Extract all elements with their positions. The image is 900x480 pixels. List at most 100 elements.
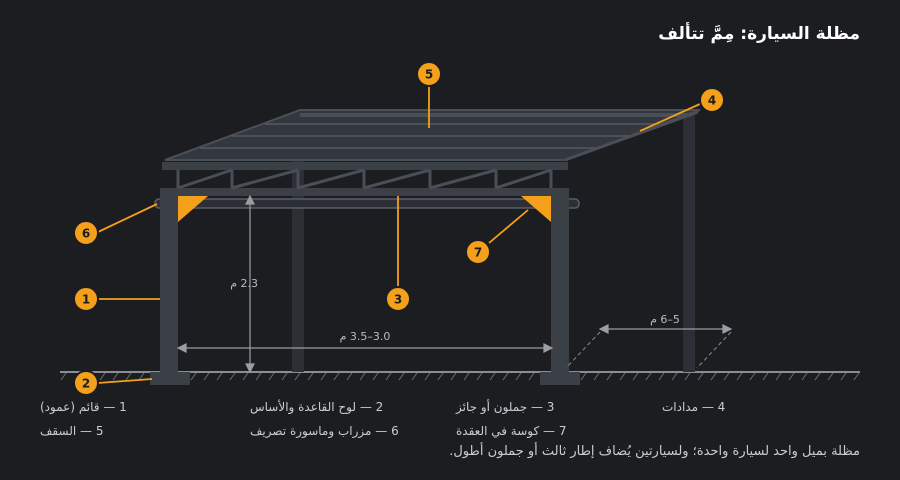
truss-diagonal [363, 168, 431, 190]
ground-hatch-line [255, 372, 262, 381]
ground-hatch-line [489, 372, 496, 381]
ground-hatch-line [320, 372, 327, 381]
truss-diagonal [231, 168, 299, 190]
ground-hatch-line [723, 372, 730, 381]
page-title: مظلة السيارة: مِمَّ تتألف [658, 24, 860, 44]
ground-hatch-line [437, 372, 444, 381]
legend-item-5: 5 — السقف [40, 424, 104, 438]
ground-hatch-line [801, 372, 808, 381]
ground-hatch-line [788, 372, 795, 381]
ground-hatch-line [593, 372, 600, 381]
span-label: 3.0–3.5 م [340, 330, 391, 343]
ground-hatch-line [684, 372, 691, 381]
roof [164, 109, 701, 161]
ground-hatch-line [216, 372, 223, 381]
base-plate-right [540, 372, 580, 385]
truss-diagonal [177, 168, 233, 190]
ground-hatch-line [203, 372, 210, 381]
truss-top-chord [162, 162, 568, 170]
ground-hatch-line [450, 372, 457, 381]
svg-text:3: 3 [394, 293, 402, 307]
callout-7: 7 [465, 239, 491, 265]
ground-hatch-line [138, 372, 145, 381]
ground-hatch-line [359, 372, 366, 381]
ground-hatch-line [840, 372, 847, 381]
legend-item-1: 1 — قائم (عمود) [40, 400, 127, 414]
ground-hatch-line [190, 372, 197, 381]
ground-hatch-line [476, 372, 483, 381]
truss-diagonal [495, 168, 552, 190]
carport-diagram: 2.3 م 3.0–3.5 م 5–6 م 1 2 3 4 5 6 7 [60, 61, 860, 396]
legend-item-4: 4 — مدادات [662, 400, 726, 414]
ground-hatch-line [281, 372, 288, 381]
ground-hatch-line [645, 372, 652, 381]
ground-hatch-line [333, 372, 340, 381]
ground-hatch-line [125, 372, 132, 381]
base-plate-left [150, 372, 190, 385]
depth-extension-line [696, 331, 732, 369]
ground-hatch-line [515, 372, 522, 381]
ground-hatch-line [112, 372, 119, 381]
gutter [154, 198, 580, 209]
ground-hatch-line [346, 372, 353, 381]
legend: 1 — قائم (عمود) 2 — لوح القاعدة والأساس … [0, 396, 900, 480]
front-post-right [551, 188, 569, 372]
front-post-left [160, 188, 178, 372]
callout-3: 3 [385, 286, 411, 312]
ground-hatch-line [268, 372, 275, 381]
ground-hatch-line [411, 372, 418, 381]
ground-hatch-line [528, 372, 535, 381]
truss-diagonal [429, 168, 497, 190]
ground-hatch-line [671, 372, 678, 381]
callout-4: 4 [699, 87, 725, 113]
legend-item-7: 7 — كوسة في العقدة [456, 424, 567, 438]
ground-hatch-line [60, 372, 67, 381]
ground-hatch-line [424, 372, 431, 381]
callout-5: 5 [416, 61, 442, 87]
ground-hatch-line [619, 372, 626, 381]
svg-text:1: 1 [82, 293, 90, 307]
legend-item-6: 6 — مزراب وماسورة تصريف [250, 424, 399, 438]
knee-brace-right [521, 196, 551, 222]
ground-hatch-line [697, 372, 704, 381]
callout-1: 1 [73, 286, 99, 312]
back-post-right [683, 115, 695, 372]
truss-diagonal [297, 168, 365, 190]
depth-dimension [598, 324, 733, 334]
legend-item-3: 3 — جملون أو جائز [456, 400, 555, 414]
svg-text:4: 4 [708, 94, 716, 108]
ground-hatch-line [398, 372, 405, 381]
ground-hatch-line [658, 372, 665, 381]
ground-hatch-line [853, 372, 860, 381]
ground-hatch-line [762, 372, 769, 381]
ground-hatch-line [229, 372, 236, 381]
truss-bottom-chord [162, 188, 568, 196]
ground-hatch-line [736, 372, 743, 381]
ground-hatch-line [385, 372, 392, 381]
ground-hatch-line [710, 372, 717, 381]
ground-hatch-line [242, 372, 249, 381]
ground-hatch-line [580, 372, 587, 381]
ground-hatch-line [294, 372, 301, 381]
purlin-side [564, 110, 699, 162]
span-dimension [176, 343, 554, 353]
ground-hatch-line [827, 372, 834, 381]
height-dimension [245, 194, 255, 374]
depth-extension-line [565, 331, 601, 369]
callout-2: 2 [73, 370, 99, 396]
ground-hatch-line [775, 372, 782, 381]
svg-text:6: 6 [82, 227, 90, 241]
depth-label: 5–6 م [650, 313, 680, 326]
callout-6: 6 [73, 220, 99, 246]
ground-hatch-line [99, 372, 106, 381]
ground-hatch-line [463, 372, 470, 381]
leader-lines [97, 86, 701, 384]
ground-hatch-line [307, 372, 314, 381]
footnote: مظلة بميل واحد لسيارة واحدة؛ ولسيارتين ي… [449, 444, 860, 459]
ground-hatch-line [606, 372, 613, 381]
ground-hatch-line [749, 372, 756, 381]
svg-text:7: 7 [474, 246, 482, 260]
svg-text:2: 2 [82, 377, 90, 391]
ground-hatch-line [372, 372, 379, 381]
ground-hatch-line [502, 372, 509, 381]
